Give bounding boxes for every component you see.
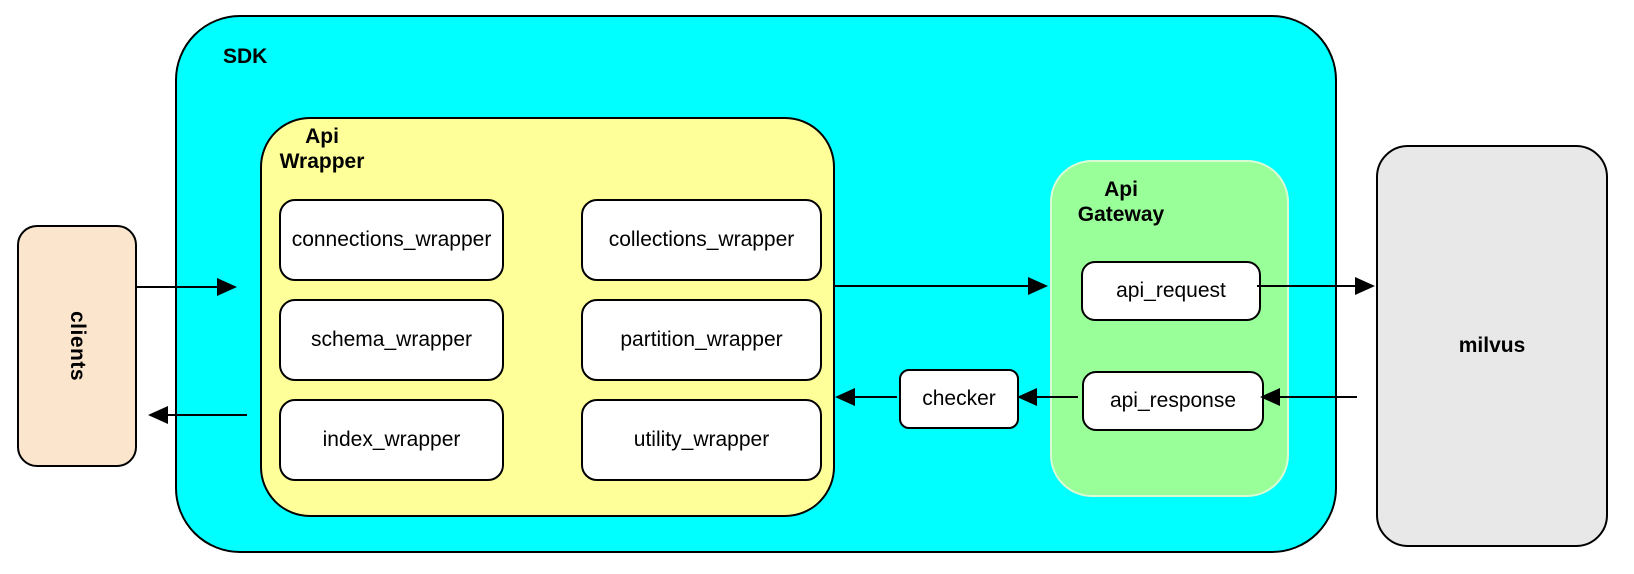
arrowhead-left-icon	[1260, 388, 1280, 406]
clients-label: clients	[66, 310, 89, 382]
arrow-apirequest-to-milvus	[1257, 277, 1375, 295]
sdk-label: SDK	[223, 45, 268, 68]
api-response-label: api_response	[1109, 389, 1237, 412]
schema-wrapper-node: schema_wrapper	[279, 299, 504, 381]
arrowhead-left-icon	[1017, 388, 1037, 406]
api-wrapper-label: Api Wrapper	[279, 125, 365, 173]
arrow-line	[1257, 284, 1360, 288]
checker-node: checker	[899, 369, 1019, 429]
schema-wrapper-label: schema_wrapper	[310, 328, 473, 351]
arrowhead-right-icon	[1355, 277, 1375, 295]
arrowhead-left-icon	[148, 406, 168, 424]
partition-wrapper-label: partition_wrapper	[620, 328, 783, 351]
api-request-node: api_request	[1081, 261, 1261, 321]
arrow-line	[163, 413, 247, 417]
arrow-checker-to-apiwrapper	[835, 388, 897, 406]
arrow-sdk-to-clients	[148, 406, 247, 424]
collections-wrapper-label: collections_wrapper	[608, 228, 795, 251]
arrow-line	[850, 395, 897, 399]
index-wrapper-label: index_wrapper	[322, 428, 461, 451]
index-wrapper-node: index_wrapper	[279, 399, 504, 481]
arrow-line	[137, 285, 222, 289]
arrow-milvus-to-apiresponse	[1260, 388, 1357, 406]
api-wrapper-container: Api Wrapper connections_wrapper collecti…	[260, 117, 835, 517]
arrowhead-right-icon	[1028, 277, 1048, 295]
api-gateway-container: Api Gateway api_request api_response	[1050, 160, 1289, 497]
utility-wrapper-label: utility_wrapper	[633, 428, 770, 451]
milvus-node: milvus	[1376, 145, 1608, 547]
collections-wrapper-node: collections_wrapper	[581, 199, 822, 281]
connections-wrapper-node: connections_wrapper	[279, 199, 504, 281]
sdk-container: SDK Api Wrapper connections_wrapper coll…	[175, 15, 1337, 553]
clients-node: clients	[17, 225, 137, 467]
arrow-line	[1032, 395, 1078, 399]
api-gateway-label: Api Gateway	[1077, 178, 1165, 226]
arrow-line	[833, 284, 1033, 288]
arrow-apiresponse-to-checker	[1017, 388, 1078, 406]
connections-wrapper-label: connections_wrapper	[291, 228, 492, 251]
arrowhead-right-icon	[217, 278, 237, 296]
arrow-line	[1275, 395, 1357, 399]
arrow-apiwrapper-to-gateway	[833, 277, 1048, 295]
arrowhead-left-icon	[835, 388, 855, 406]
api-response-node: api_response	[1082, 371, 1264, 431]
utility-wrapper-node: utility_wrapper	[581, 399, 822, 481]
milvus-label: milvus	[1458, 334, 1526, 357]
api-request-label: api_request	[1116, 279, 1226, 302]
arrow-clients-to-sdk	[137, 278, 237, 296]
checker-label: checker	[922, 387, 996, 410]
partition-wrapper-node: partition_wrapper	[581, 299, 822, 381]
